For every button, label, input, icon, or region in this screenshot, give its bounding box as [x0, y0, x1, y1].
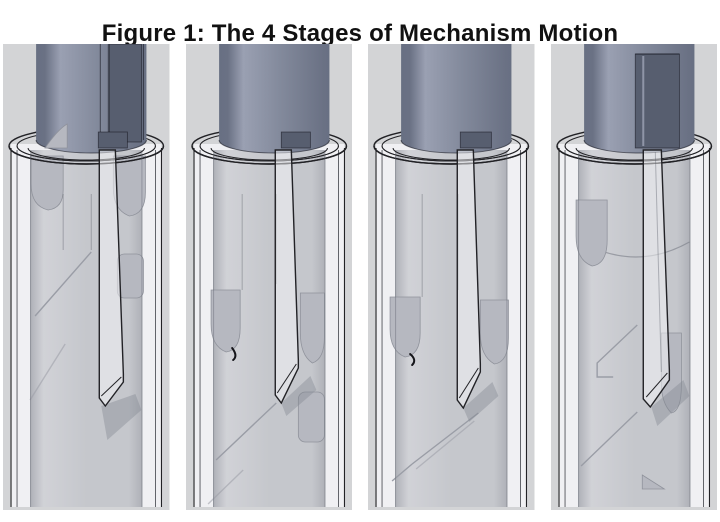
stage-3-render	[368, 44, 535, 510]
blade-rim-tab	[280, 131, 311, 149]
tube-walls	[375, 148, 528, 507]
plunger-fin-slot	[108, 44, 142, 143]
latch-blade	[274, 131, 311, 405]
plunger-fin	[634, 53, 680, 149]
blade-rim-tab	[459, 131, 492, 149]
stage-1-render	[3, 44, 170, 510]
stage-panel-1	[3, 44, 170, 510]
stage-panel-row	[3, 44, 717, 510]
cam-features	[29, 155, 146, 440]
cam-features	[389, 194, 509, 482]
stage-panel-3	[368, 44, 535, 510]
tube-walls	[557, 148, 710, 507]
tube-walls	[10, 148, 163, 507]
stage-panel-4	[550, 44, 717, 510]
blade-rim-tab	[97, 131, 128, 149]
stage-panel-2	[185, 44, 352, 510]
tube-walls	[192, 148, 345, 507]
cam-features	[575, 199, 690, 490]
figure-title: Figure 1: The 4 Stages of Mechanism Moti…	[101, 20, 619, 48]
latch-blade	[97, 131, 128, 408]
cam-lobe-tip	[44, 123, 68, 149]
latch-blade	[642, 149, 670, 409]
plunger-rod	[218, 44, 330, 154]
stage-2-render	[185, 44, 352, 510]
latch-blade	[456, 131, 492, 410]
stage-4-render	[550, 44, 717, 510]
plunger-rod	[400, 44, 512, 154]
plunger-rod	[35, 44, 147, 154]
